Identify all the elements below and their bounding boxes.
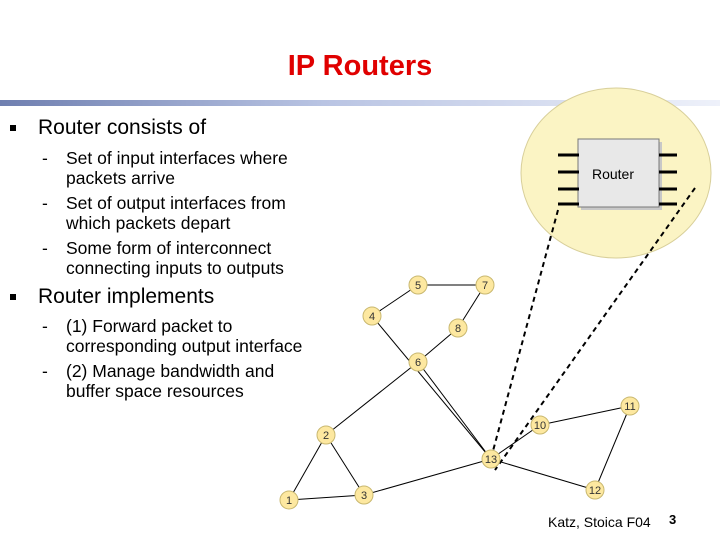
title-divider [0, 100, 720, 106]
router-box: Router [558, 138, 677, 210]
node-10: 10 [530, 415, 550, 435]
node-circle [408, 275, 428, 295]
node-6: 6 [408, 352, 428, 372]
subitem-line: Some form of interconnect [66, 238, 272, 258]
link-6-13 [417, 361, 492, 460]
node-circle [448, 318, 468, 338]
subitem-input-interfaces: - Set of input interfaces where packets … [42, 148, 288, 188]
node-label: 6 [415, 357, 421, 369]
subitem-line: Set of output interfaces from [66, 193, 286, 213]
page-number: 3 [669, 512, 677, 527]
node-label: 12 [589, 485, 601, 497]
bullet-router-implements: Router implements [10, 285, 215, 309]
node-circle [279, 490, 299, 510]
zoom-line-left [489, 209, 559, 463]
node-label: 10 [534, 420, 546, 432]
node-11: 11 [620, 396, 640, 416]
link-11-12 [594, 405, 631, 491]
node-label: 7 [482, 280, 488, 292]
node-circle [530, 415, 550, 435]
node-circle [481, 449, 501, 469]
subitem-line: buffer space resources [66, 381, 244, 401]
subitem-line: which packets depart [66, 213, 231, 233]
node-4: 4 [362, 306, 382, 326]
node-8: 8 [448, 318, 468, 338]
node-label: 1 [286, 495, 292, 507]
link-13-10 [490, 424, 541, 460]
subitem-line: (2) Manage bandwidth and [66, 361, 275, 381]
node-7: 7 [475, 275, 495, 295]
node-label: 8 [455, 323, 461, 335]
subitem-line: connecting inputs to outputs [66, 258, 284, 278]
node-circle [408, 352, 428, 372]
node-13: 13 [481, 449, 501, 469]
node-label: 3 [361, 490, 367, 502]
link-1-3 [288, 494, 365, 501]
router-input-ports [558, 153, 579, 206]
node-circle [354, 485, 374, 505]
node-label: 5 [415, 280, 421, 292]
slide-title: IP Routers [287, 50, 433, 82]
link-3-13 [363, 458, 492, 496]
subitem-line: corresponding output interface [66, 336, 303, 356]
subitem-forward-packet: - (1) Forward packet to corresponding ou… [42, 316, 303, 356]
router-output-ports [659, 153, 677, 206]
subitem-line: packets arrive [66, 168, 175, 188]
node-label: 2 [323, 430, 329, 442]
bullet-square-icon [10, 125, 16, 131]
link-10-11 [539, 405, 631, 426]
node-circle [585, 480, 605, 500]
bullet-router-consists: Router consists of [10, 116, 207, 140]
zoom-line-right [494, 187, 696, 471]
node-label: 4 [369, 311, 375, 323]
subitem-line: Set of input interfaces where [66, 148, 288, 168]
subitem-manage-bandwidth: - (2) Manage bandwidth and buffer space … [42, 361, 275, 401]
bullet-square-icon [10, 294, 16, 300]
link-4-13 [371, 315, 492, 460]
link-2-6 [325, 361, 419, 436]
bullet-text: Router consists of [38, 116, 207, 139]
node-12: 12 [585, 480, 605, 500]
footer-credit: Katz, Stoica F04 [548, 514, 651, 530]
network-links [288, 284, 631, 501]
node-2: 2 [316, 425, 336, 445]
node-label: 13 [485, 454, 497, 466]
link-13-12 [490, 458, 596, 491]
node-circle [316, 425, 336, 445]
link-1-2 [288, 434, 327, 501]
node-circle [620, 396, 640, 416]
bullet-text: Router implements [38, 285, 215, 308]
node-5: 5 [408, 275, 428, 295]
node-circle [475, 275, 495, 295]
node-label: 11 [624, 401, 635, 413]
subitem-interconnect: - Some form of interconnect connecting i… [42, 238, 284, 278]
node-1: 1 [279, 490, 299, 510]
link-2-3 [325, 434, 365, 496]
subitem-line: (1) Forward packet to [66, 316, 233, 336]
router-label: Router [592, 166, 634, 182]
node-3: 3 [354, 485, 374, 505]
node-circle [362, 306, 382, 326]
subitem-output-interfaces: - Set of output interfaces from which pa… [42, 193, 286, 233]
